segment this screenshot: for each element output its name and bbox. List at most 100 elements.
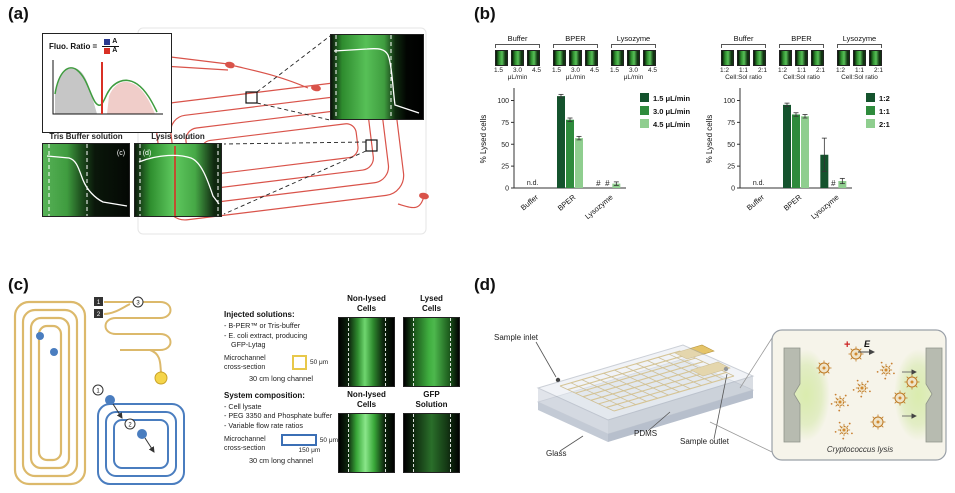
fluorescence-strip-image <box>737 50 750 66</box>
component-marker-2 <box>124 418 136 430</box>
microfluidic-chip-diagram <box>130 27 429 235</box>
polarity-plus-label: + <box>844 339 850 351</box>
x-category-label: Lysozyme <box>583 193 614 221</box>
legend-entry: 1.5 μL/min <box>653 94 691 103</box>
strip-unit-label: μL/min <box>623 74 644 81</box>
cryptococcus-cell <box>816 360 832 376</box>
inlet-marker-2-number: 2 <box>97 312 101 318</box>
pdms-label: PDMS <box>634 429 657 438</box>
fluorescence-strip-image <box>627 50 640 66</box>
strip-tick-label: 1:2 <box>720 67 730 74</box>
y-tick-label: 100 <box>497 98 509 105</box>
channel-network-diagram: 1 2 3 1 2 <box>13 296 185 486</box>
strip-tick-label: 3.0 <box>570 67 581 74</box>
inlet-marker-1 <box>94 297 103 306</box>
zoom-box-1 <box>245 91 258 104</box>
image-header: Non-lysed Cells <box>347 390 386 409</box>
panel-c-label: (c) <box>8 275 29 294</box>
flow-arrow <box>144 437 155 453</box>
fluorescence-strip-image <box>721 50 734 66</box>
junction-marker <box>132 296 144 308</box>
cryptococcus-cell <box>904 374 920 390</box>
zoom-callout-lines <box>223 35 367 215</box>
channel-zoom-image <box>330 34 424 120</box>
strip-tick-label: 1.5 <box>552 67 562 74</box>
fluorescence-strip-image <box>643 50 656 66</box>
strip-tick-label: 4.5 <box>531 67 541 74</box>
x-category-label: BPER <box>782 192 804 212</box>
strip-tick-label: 2:1 <box>873 67 883 74</box>
component-marker-1-number: 1 <box>96 389 100 395</box>
lysis-microscopy-image: (d) <box>134 143 222 217</box>
injected-item: GFP-Lytag <box>231 340 266 349</box>
cross-section-row-2: Microchannel cross-section 50 μm 150 μm <box>224 434 338 454</box>
strip-group-label: BPER <box>565 34 586 43</box>
plot-axes <box>52 60 163 115</box>
denominator-color-swatch <box>104 48 111 54</box>
strip-tick-label: 1:1 <box>854 67 865 74</box>
denominator-label: A <box>112 47 118 54</box>
cryptococcus-cell <box>852 379 871 398</box>
cryptococcus-cell <box>848 346 864 362</box>
not-detected-mark: # <box>605 179 610 188</box>
panel-d-label: (d) <box>474 275 496 294</box>
intensity-profile-plot <box>52 60 163 115</box>
component-marker-1 <box>92 384 104 396</box>
panel-b-label: (b) <box>474 4 496 23</box>
bar <box>557 96 565 188</box>
x-category-label: Buffer <box>519 192 540 212</box>
legend-swatch <box>866 106 875 115</box>
sample-droplet <box>50 348 58 356</box>
fluorescence-strip-image <box>553 50 566 66</box>
tris-buffer-microscopy-image: (c) <box>42 143 130 217</box>
strip-group-bracket <box>553 44 598 48</box>
lysis-image-label: Lysis solution <box>151 132 205 141</box>
system-item: - PEG 3350 and Phosphate buffer <box>224 411 333 420</box>
system-item: - Variable flow rate ratios <box>224 420 303 430</box>
panel-c-image-grid: Non-lysed Cells Lysed Cells Non-lysed Ce… <box>338 294 460 473</box>
y-axis-label: % Lysed cells <box>479 115 488 164</box>
bar <box>783 104 791 188</box>
channel-edge-lines <box>48 144 88 216</box>
y-tick-label: 75 <box>727 120 735 127</box>
strip-group-label: Buffer <box>507 34 528 43</box>
injected-item: - B-PER™ or Tris-buffer <box>224 321 301 330</box>
strip-row <box>779 50 824 66</box>
fluorescence-strip-image <box>495 50 508 66</box>
bar <box>566 119 574 188</box>
strip-unit-label: Cell:Sol ratio <box>841 74 878 81</box>
channel-edge-lines <box>335 35 392 119</box>
strip-tick-label: 3.0 <box>628 67 639 74</box>
strip-tick-label: 2:1 <box>757 67 767 74</box>
zoom-line-bottom <box>709 421 773 453</box>
cross-section-dimension: 50 μm <box>310 359 329 366</box>
sample-outlet-label: Sample outlet <box>680 437 730 446</box>
zoom-box-2 <box>365 139 378 152</box>
fluorescence-ratio-inset: Fluo. Ratio = A A <box>42 33 172 133</box>
strip-tick-label: 1:1 <box>796 67 807 74</box>
flow-arrow <box>112 403 123 419</box>
image-header: Lysed Cells <box>420 294 443 313</box>
strip-unit-label: Cell:Sol ratio <box>725 74 762 81</box>
strip-unit-label: μL/min <box>565 74 586 81</box>
inlet-hole <box>555 377 561 383</box>
fluorescence-strip-image <box>511 50 524 66</box>
legend-entry: 1:2 <box>879 94 890 103</box>
panel-a-label: (a) <box>8 4 29 23</box>
strip-group-bracket <box>611 44 656 48</box>
numerator-color-swatch <box>104 39 111 45</box>
cross-section-height: 50 μm <box>319 436 338 444</box>
cross-section-width: 150 μm <box>298 447 321 454</box>
legend-swatch <box>866 119 875 128</box>
fluorescence-strip-image <box>585 50 598 66</box>
